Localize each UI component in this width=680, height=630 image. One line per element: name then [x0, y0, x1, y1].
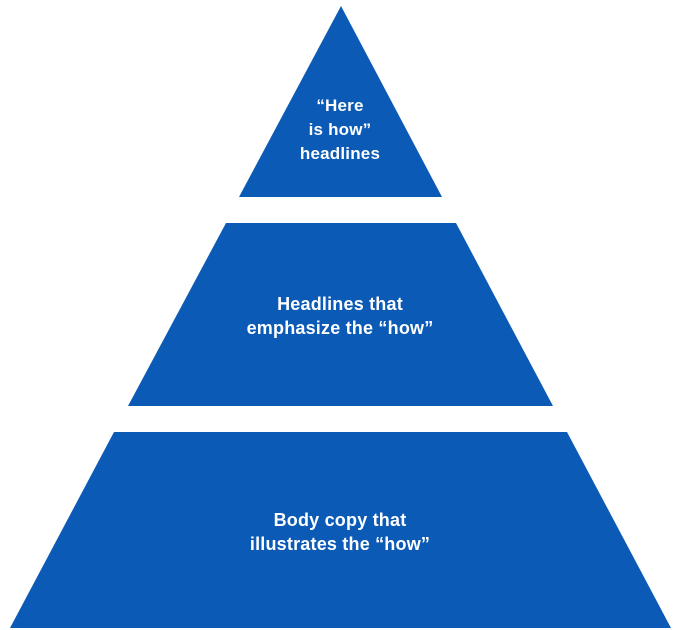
pyramid-tier-bottom-shape: [10, 432, 671, 628]
pyramid-diagram: “Here is how” headlines Headlines that e…: [10, 6, 671, 628]
